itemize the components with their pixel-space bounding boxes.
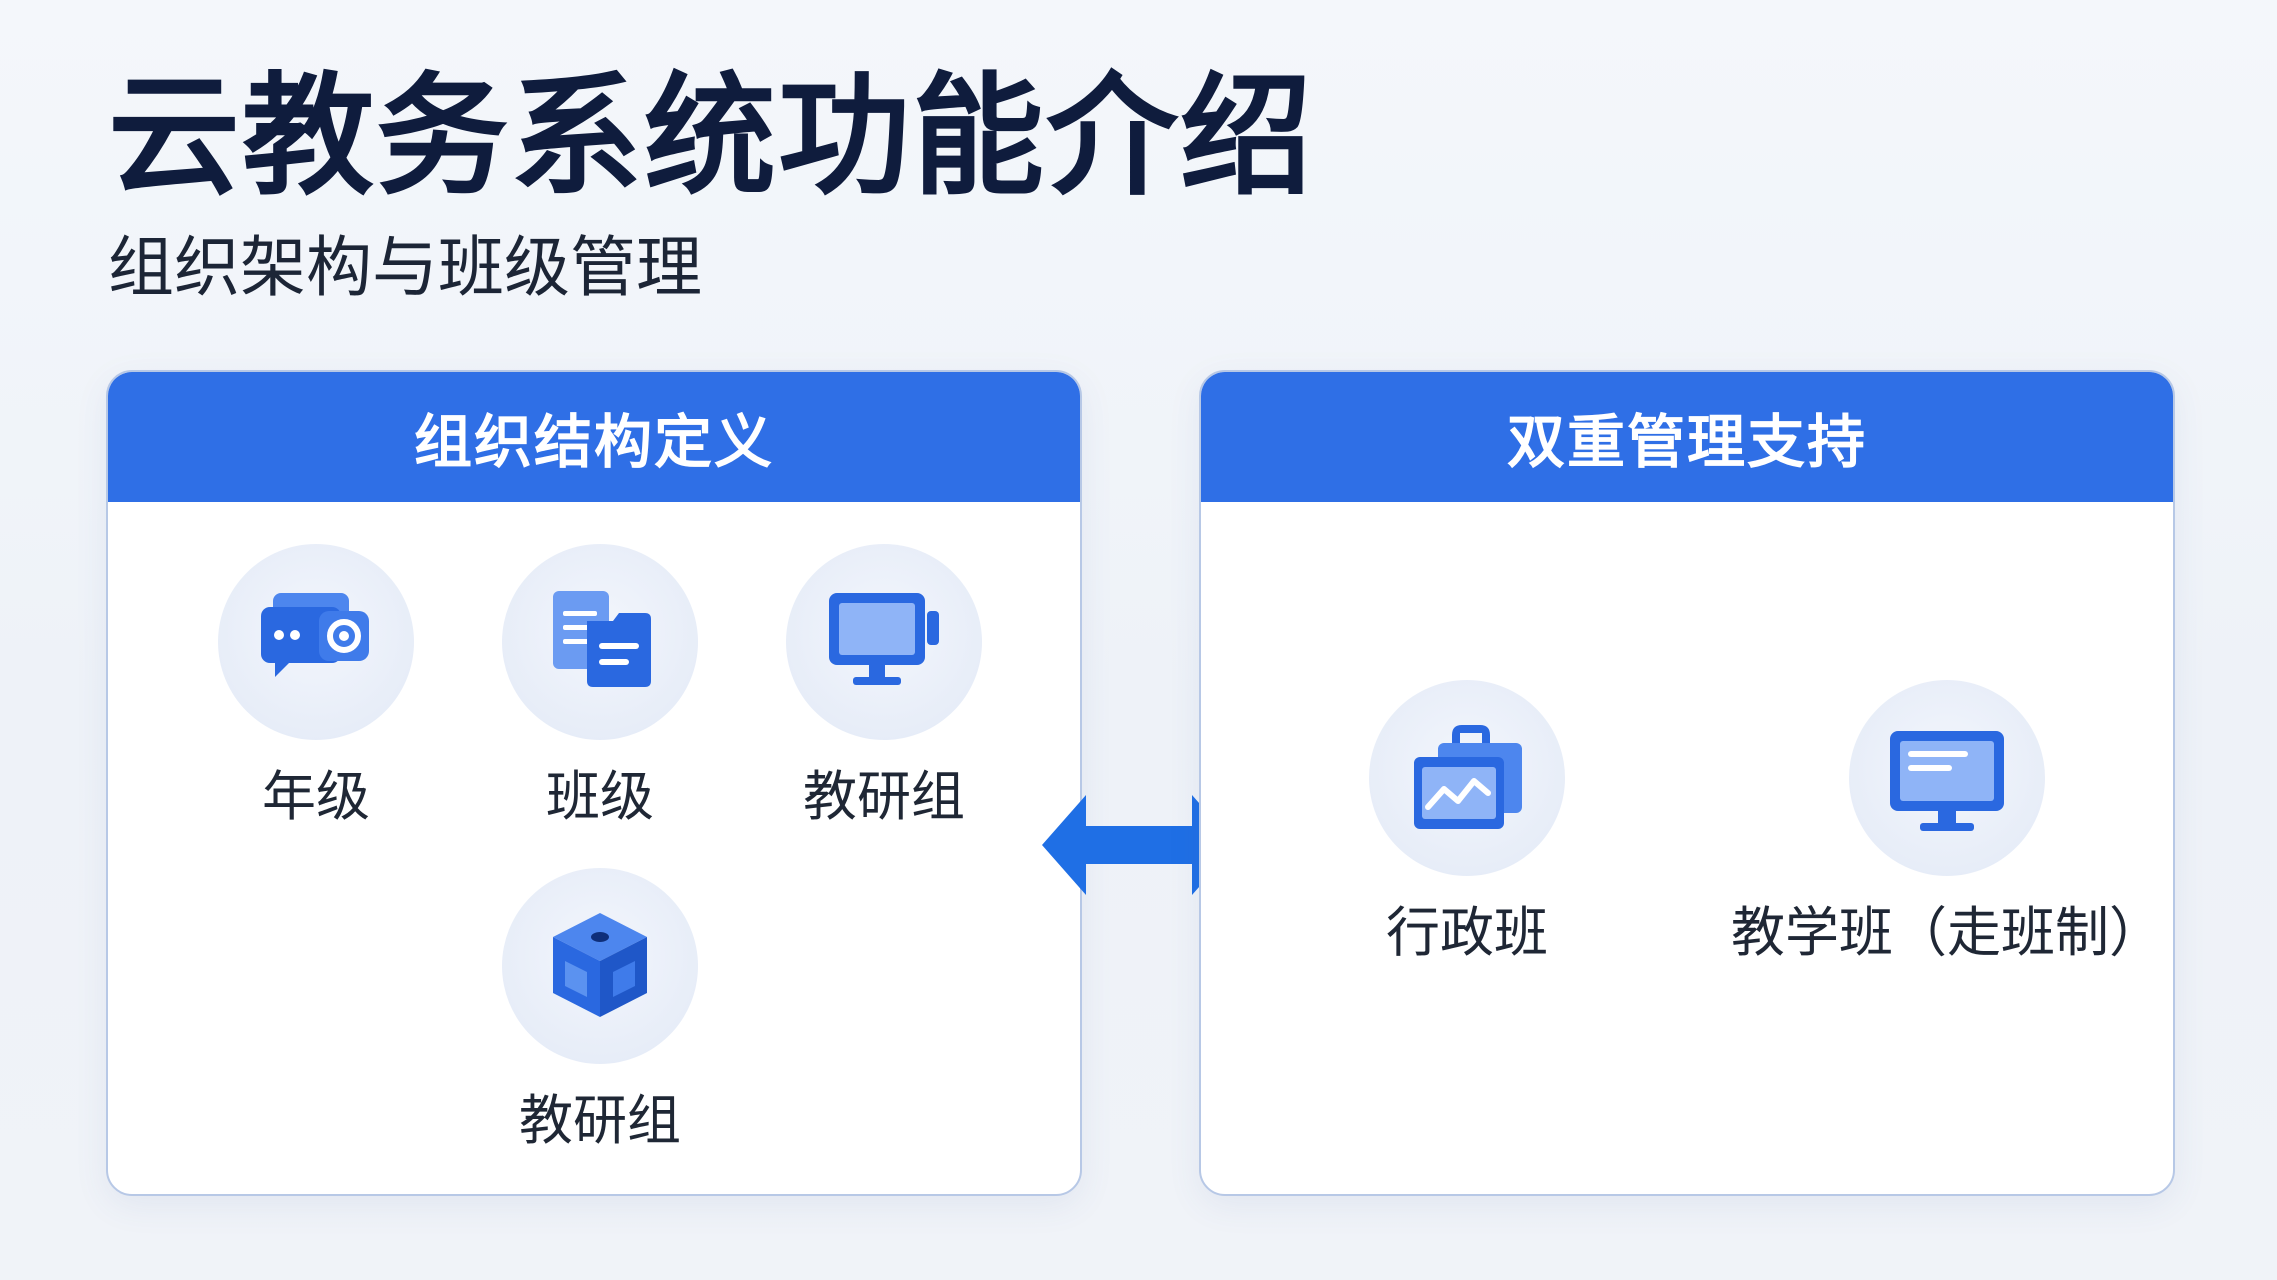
class-type-label: 行政班 <box>1386 901 1548 964</box>
chat-camera-icon <box>218 544 414 740</box>
briefcase-chart-icon <box>1369 680 1565 876</box>
dual-management-panel: 双重管理支持 行政班 教学班（走班制） <box>1199 370 2175 1196</box>
org-item-label: 教研组 <box>519 1089 681 1152</box>
class-type-label: 教学班（走班制） <box>1731 901 2163 964</box>
org-item-label: 教研组 <box>803 765 965 828</box>
documents-icon <box>502 544 698 740</box>
page-subtitle: 组织架构与班级管理 <box>108 229 702 306</box>
page-title: 云教务系统功能介绍 <box>108 60 1314 214</box>
org-item-class: 班级 <box>430 544 770 830</box>
box-icon <box>502 868 698 1064</box>
monitor-icon <box>786 544 982 740</box>
org-item-teaching-group: 教研组 <box>714 544 1054 830</box>
class-type-administrative: 行政班 <box>1297 680 1637 966</box>
org-structure-panel: 组织结构定义 年级 <box>106 370 1082 1196</box>
dual-management-panel-header: 双重管理支持 <box>1201 372 2173 502</box>
org-item-label: 年级 <box>262 765 370 828</box>
org-item-grade: 年级 <box>146 544 486 830</box>
double-arrow-icon <box>1042 795 1236 895</box>
class-type-teaching: 教学班（走班制） <box>1731 680 2163 966</box>
desktop-monitor-icon <box>1849 680 2045 876</box>
org-item-label: 班级 <box>546 765 654 828</box>
org-item-teaching-group-2: 教研组 <box>430 868 770 1154</box>
org-structure-panel-header: 组织结构定义 <box>108 372 1080 502</box>
